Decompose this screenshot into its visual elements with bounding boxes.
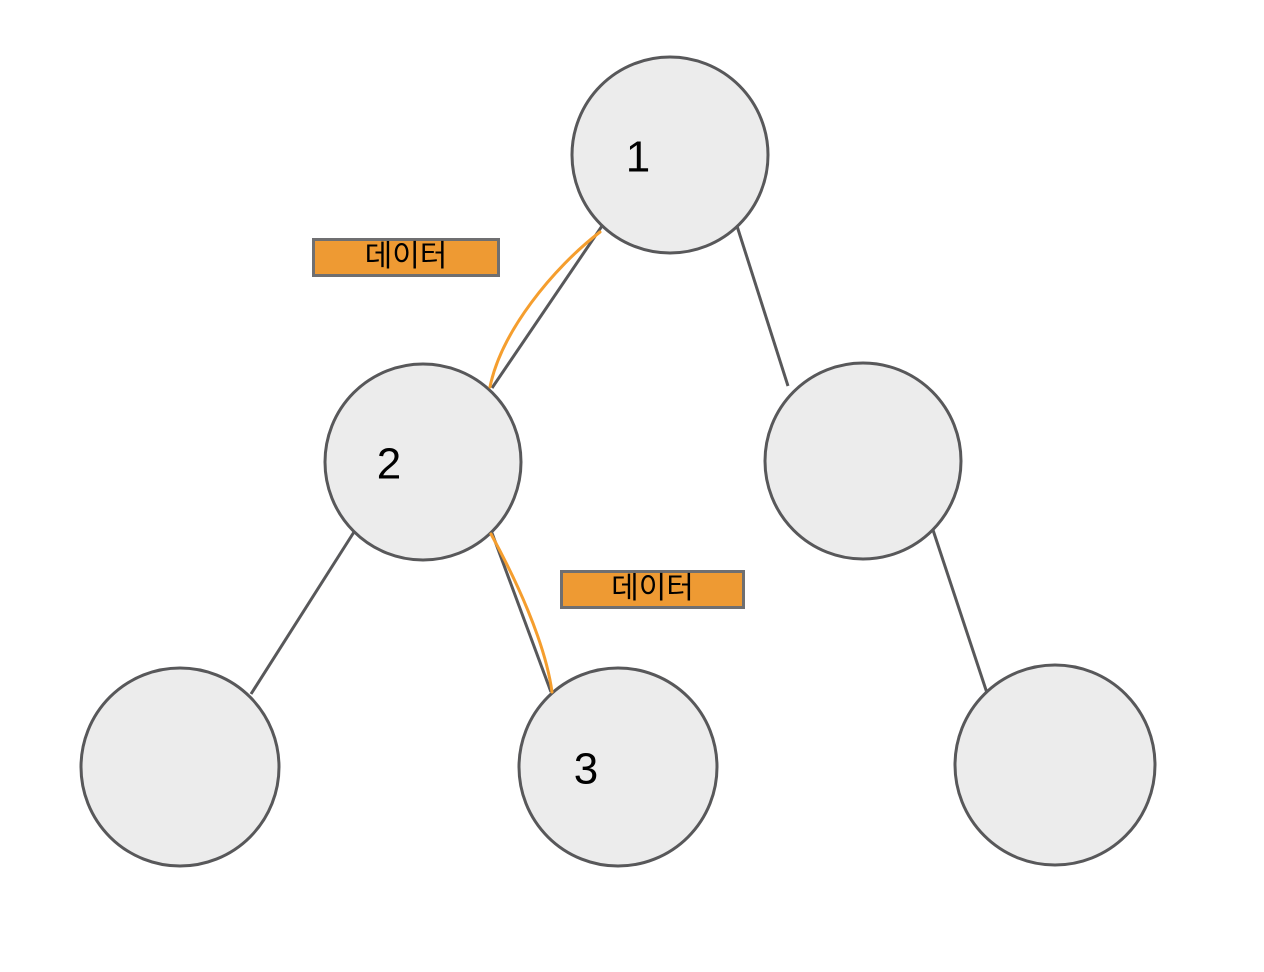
tree-node-right-right[interactable]: [953, 663, 1157, 867]
node-circle-left-right: [517, 666, 719, 868]
tree-node-left[interactable]: 2: [323, 362, 523, 562]
edge-root-left: [490, 225, 604, 389]
tree-node-right[interactable]: [763, 361, 963, 561]
edge-group: [249, 225, 989, 695]
node-label-left: 2: [377, 440, 401, 489]
node-label-root: 1: [626, 133, 650, 182]
annotation-label-data-2: 데이터: [560, 570, 745, 609]
node-circle-left-left: [79, 666, 281, 868]
edge-left-leftchild: [249, 531, 356, 695]
node-circle-right: [763, 361, 963, 561]
node-circle-left: [323, 362, 523, 562]
pointer-group: [488, 230, 602, 694]
annotation-label-data-1: 데이터: [312, 238, 500, 277]
edge-root-right: [735, 225, 790, 387]
pointer-curve-left-to-leftright: [489, 532, 554, 694]
node-circle-right-right: [953, 663, 1157, 867]
tree-node-left-left[interactable]: [79, 666, 281, 868]
tree-node-left-right[interactable]: 3: [517, 666, 719, 868]
node-label-left-right: 3: [574, 745, 598, 794]
node-circle-root: [570, 55, 770, 255]
edge-left-rightchild: [490, 532, 553, 693]
node-group: 1 2 3: [79, 55, 1157, 868]
pointer-curve-root-to-left: [488, 230, 602, 389]
tree-node-root[interactable]: 1: [570, 55, 770, 255]
edge-right-rightchild: [931, 529, 989, 694]
